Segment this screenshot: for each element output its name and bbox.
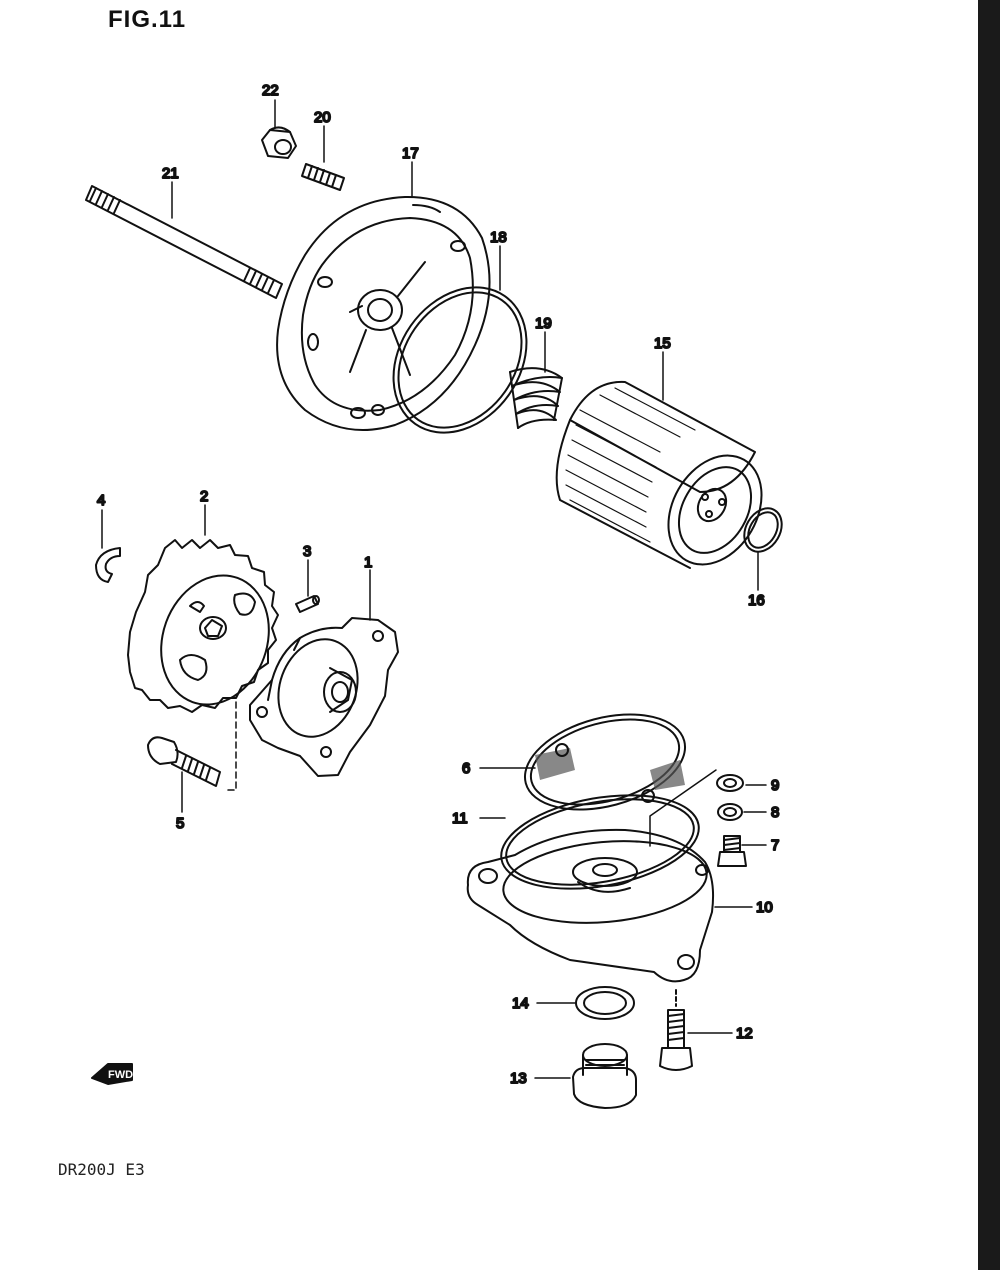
callout-17: 17: [402, 145, 419, 162]
callout-9: 9: [771, 777, 779, 794]
callout-21: 21: [162, 165, 179, 182]
callout-16: 16: [748, 592, 765, 609]
part-12-bolt: [659, 989, 693, 1071]
part-15-oil-filter: [555, 380, 763, 569]
callout-2: 2: [200, 488, 208, 505]
part-14-gasket: [575, 986, 635, 1020]
part-7-bolt: [717, 835, 747, 867]
callout-4: 4: [97, 492, 105, 509]
callout-14: 14: [512, 995, 529, 1012]
callout-20: 20: [314, 109, 331, 126]
part-8-washer: [717, 803, 743, 821]
part-5-bolt: [147, 736, 221, 787]
scan-edge-bar: [978, 0, 1000, 1270]
callout-13: 13: [510, 1070, 527, 1087]
callout-12: 12: [736, 1025, 753, 1042]
fwd-direction-badge: FWD: [91, 1063, 133, 1085]
callout-11: 11: [452, 810, 468, 827]
callout-5: 5: [176, 815, 184, 832]
part-22-cap-nut: [261, 126, 297, 159]
callout-6: 6: [462, 760, 470, 777]
callout-10: 10: [756, 899, 773, 916]
callout-19: 19: [535, 315, 552, 332]
part-13-drain-plug: [572, 1043, 637, 1109]
part-21-long-stud: [85, 185, 283, 299]
part-16-o-ring: [743, 507, 783, 553]
part-17-filter-cover: [276, 195, 491, 431]
callout-15: 15: [654, 335, 671, 352]
callout-3: 3: [303, 543, 311, 560]
part-18-o-ring: [392, 286, 528, 434]
part-6-strainer: [523, 713, 687, 811]
callout-8: 8: [771, 804, 779, 821]
leader-lines: [101, 99, 767, 1079]
fwd-badge-text: FWD: [108, 1069, 133, 1081]
part-9-washer: [716, 774, 744, 792]
part-4-circlip: [95, 547, 121, 583]
part-3-dowel-pin: [295, 595, 320, 613]
part-1-oil-pump: [249, 617, 399, 777]
part-19-spring: [509, 367, 563, 429]
callout-18: 18: [490, 229, 507, 246]
part-10-sump-cover: [466, 828, 715, 983]
callout-numbers: 22 20 17 21 18 19 15 16 4 2 3 1 5 6 11 9…: [96, 81, 780, 1088]
callout-22: 22: [262, 82, 279, 99]
part-20-stud: [301, 163, 345, 191]
callout-1: 1: [364, 554, 372, 571]
figure-title: FIG.11: [108, 6, 187, 33]
model-code: DR200J E3: [58, 1160, 145, 1179]
callout-7: 7: [771, 837, 779, 854]
part-2-pump-gear: [127, 539, 279, 713]
